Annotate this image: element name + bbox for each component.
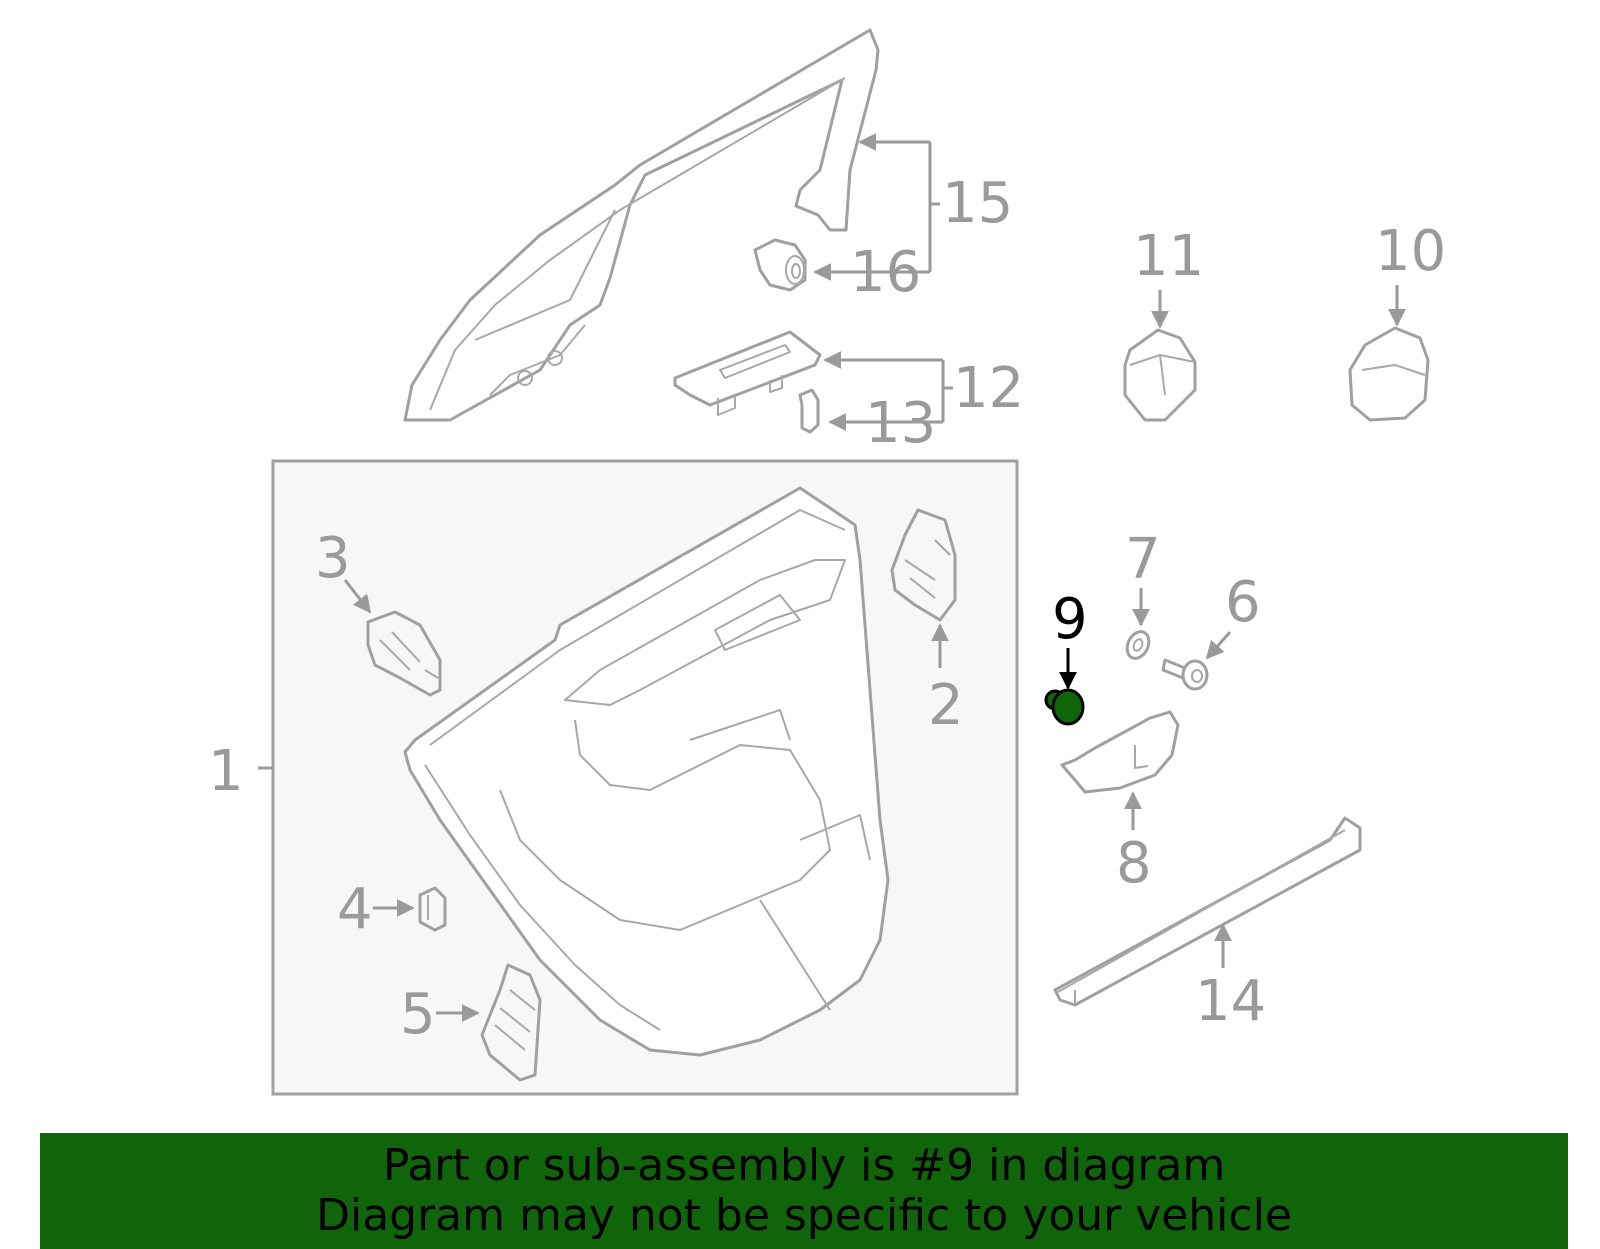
banner-line-1: Part or sub-assembly is #9 in diagram bbox=[382, 1140, 1226, 1191]
clip-part-4 bbox=[418, 886, 447, 932]
door-trim-panel-part-1 bbox=[403, 486, 890, 1057]
bracket-part-5 bbox=[480, 963, 542, 1082]
callout-15: 15 bbox=[942, 171, 1013, 236]
callout-14: 14 bbox=[1195, 969, 1266, 1034]
clip-part-13 bbox=[798, 388, 820, 434]
callout-13: 13 bbox=[865, 391, 936, 456]
switch-panel-part-12 bbox=[673, 330, 822, 416]
callout-12: 12 bbox=[953, 356, 1024, 421]
clip-part-16 bbox=[753, 238, 807, 292]
callout-16: 16 bbox=[850, 240, 921, 305]
callout-5: 5 bbox=[400, 982, 436, 1047]
switch-part-10 bbox=[1348, 326, 1430, 422]
callout-4: 4 bbox=[337, 877, 373, 942]
leader-lines bbox=[258, 133, 1406, 1022]
switch-part-11 bbox=[1123, 328, 1197, 422]
callout-10: 10 bbox=[1375, 219, 1446, 284]
callout-9-highlighted: 9 bbox=[1052, 587, 1088, 652]
banner-line-2: Diagram may not be specific to your vehi… bbox=[316, 1190, 1292, 1241]
callout-11: 11 bbox=[1133, 224, 1204, 289]
callout-3: 3 bbox=[315, 526, 351, 591]
screw-part-6 bbox=[1161, 658, 1209, 691]
strip-part-14 bbox=[1053, 816, 1362, 1007]
callout-labels: 15 16 11 10 12 13 3 1 2 4 5 7 6 9 8 14 bbox=[208, 171, 1446, 1047]
callout-2: 2 bbox=[928, 673, 964, 738]
bracket-part-3 bbox=[366, 610, 442, 697]
washer-part-7 bbox=[1125, 630, 1151, 660]
clip-part-9-highlighted bbox=[1044, 688, 1085, 726]
callout-7: 7 bbox=[1125, 527, 1161, 592]
cover-part-8 bbox=[1060, 710, 1180, 794]
callout-8: 8 bbox=[1116, 831, 1152, 896]
info-banner: Part or sub-assembly is #9 in diagram Di… bbox=[40, 1133, 1568, 1249]
callout-1: 1 bbox=[208, 739, 244, 804]
callout-6: 6 bbox=[1225, 570, 1261, 635]
bracket-part-2 bbox=[890, 508, 957, 622]
window-frame-part-15 bbox=[403, 28, 880, 422]
